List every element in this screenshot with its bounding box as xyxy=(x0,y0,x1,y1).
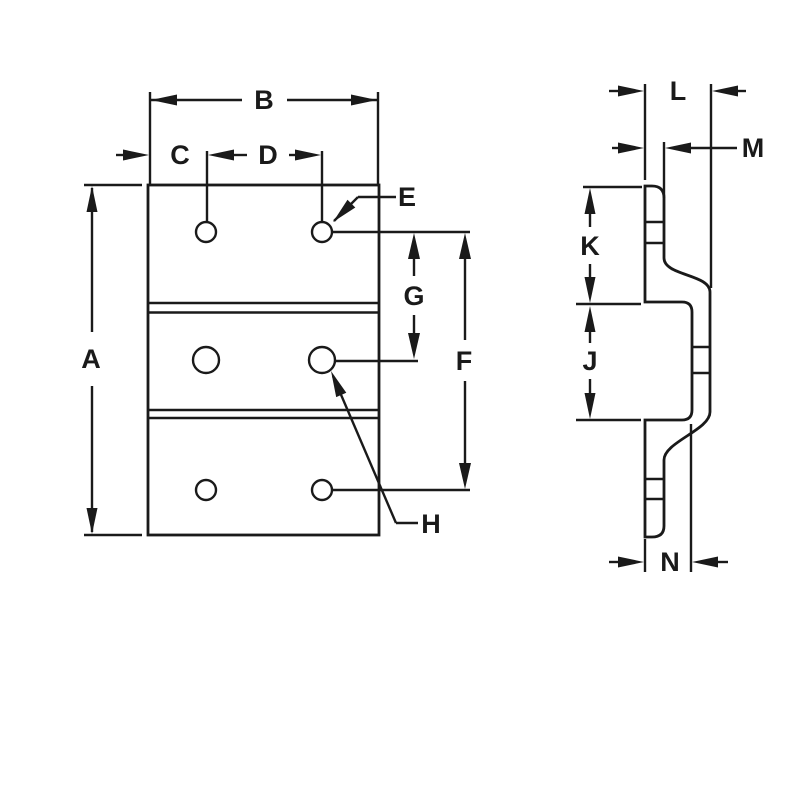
side-view: L M K J xyxy=(576,76,764,577)
dim-label-M: M xyxy=(742,133,765,163)
hole-middle-left xyxy=(191,345,221,375)
dim-N: N xyxy=(609,424,728,577)
leader-E: E xyxy=(333,182,416,222)
dim-label-H: H xyxy=(421,509,441,539)
hole-bottom-right xyxy=(310,478,334,502)
arrowhead-down xyxy=(459,463,471,489)
arrowhead-right xyxy=(618,142,644,154)
arrowhead-left xyxy=(692,556,718,568)
dim-M: M xyxy=(612,133,764,198)
dim-label-G: G xyxy=(403,281,424,311)
dim-A: A xyxy=(81,183,142,537)
dim-K: K xyxy=(576,185,642,306)
dim-L: L xyxy=(609,76,746,288)
arrowhead-left xyxy=(151,94,177,106)
arrowhead-right xyxy=(123,149,149,161)
dim-label-J: J xyxy=(582,346,597,376)
arrowhead-left xyxy=(208,149,234,161)
dim-D: D xyxy=(258,140,324,221)
dim-label-E: E xyxy=(398,182,416,212)
dim-label-C: C xyxy=(170,140,190,170)
front-view: A B C D xyxy=(81,85,472,539)
arrowhead-down xyxy=(584,277,596,303)
dim-label-K: K xyxy=(580,231,600,261)
arrowhead-up xyxy=(408,233,420,259)
arrowhead-down xyxy=(408,333,420,359)
arrowhead-right xyxy=(295,149,321,161)
leader-H: H xyxy=(331,371,441,539)
dim-B: B xyxy=(148,85,380,184)
arrowhead-right xyxy=(618,556,644,568)
arrowhead-right xyxy=(618,85,644,97)
dim-F: F xyxy=(333,233,473,492)
arrowhead-right xyxy=(351,94,377,106)
dim-C: C xyxy=(116,140,247,221)
leader-line xyxy=(331,375,398,524)
dim-label-F: F xyxy=(456,346,473,376)
arrowhead-up xyxy=(459,233,471,259)
dim-label-N: N xyxy=(660,547,680,577)
hole-top-right xyxy=(310,220,334,244)
dim-label-L: L xyxy=(670,76,687,106)
arrowhead-diagonal xyxy=(333,199,356,222)
hole-bottom-left xyxy=(194,478,218,502)
hole-top-left xyxy=(194,220,218,244)
arrowhead-up xyxy=(584,306,596,332)
arrowhead-left xyxy=(665,142,691,154)
profile-outline xyxy=(643,184,712,539)
dim-label-D: D xyxy=(258,140,278,170)
arrowhead-up xyxy=(86,186,98,212)
dim-label-B: B xyxy=(254,85,274,115)
dim-G: G xyxy=(333,230,470,363)
dim-J: J xyxy=(576,306,641,422)
dim-label-A: A xyxy=(81,344,101,374)
arrowhead-down xyxy=(584,393,596,419)
arrowhead-down xyxy=(86,508,98,534)
arrowhead-up xyxy=(584,188,596,214)
arrowhead-left xyxy=(712,85,738,97)
hole-middle-right xyxy=(307,345,337,375)
arrowhead-diagonal xyxy=(331,371,347,398)
